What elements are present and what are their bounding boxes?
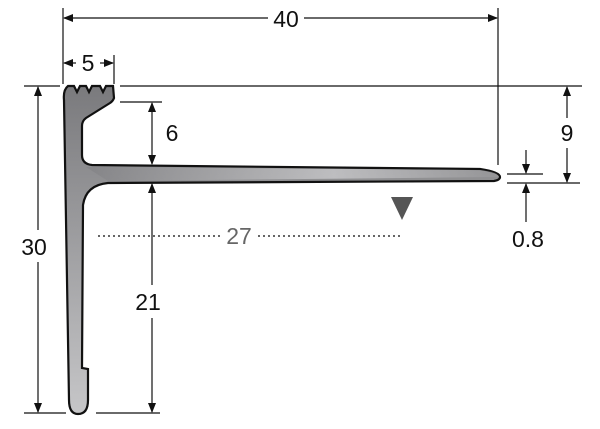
dim-overall-height: 30	[21, 234, 47, 260]
aluminium-profile	[62, 84, 502, 416]
level-marker-icon	[391, 197, 413, 220]
dim-lower-height: 21	[135, 289, 161, 315]
dim-inner-length: 27	[226, 223, 252, 249]
dim-flange-height: 9	[561, 120, 574, 146]
dim-overall-width: 40	[273, 6, 299, 32]
dim-hook-depth: 6	[166, 120, 179, 146]
dim-tip-thickness: 0.8	[512, 226, 544, 252]
dim-top-width: 5	[82, 50, 95, 76]
